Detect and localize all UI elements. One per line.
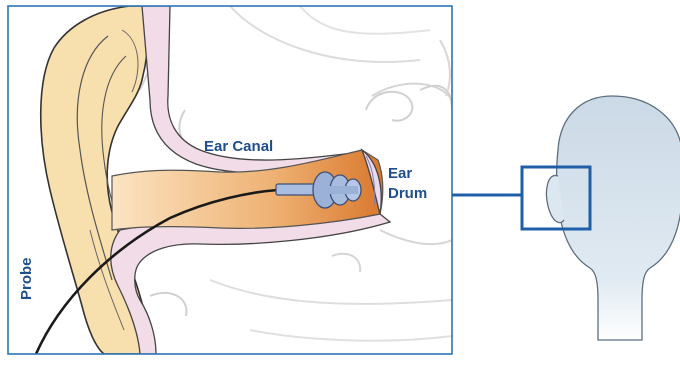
ear-drum-label-line2: Drum [388, 184, 427, 204]
ear-drum-label-line1: Ear [388, 164, 427, 184]
ear-canal-label: Ear Canal [204, 138, 273, 156]
ear-drum-label: Ear Drum [388, 164, 427, 204]
head-silhouette-icon [546, 96, 680, 340]
probe-label: Probe [18, 257, 36, 300]
